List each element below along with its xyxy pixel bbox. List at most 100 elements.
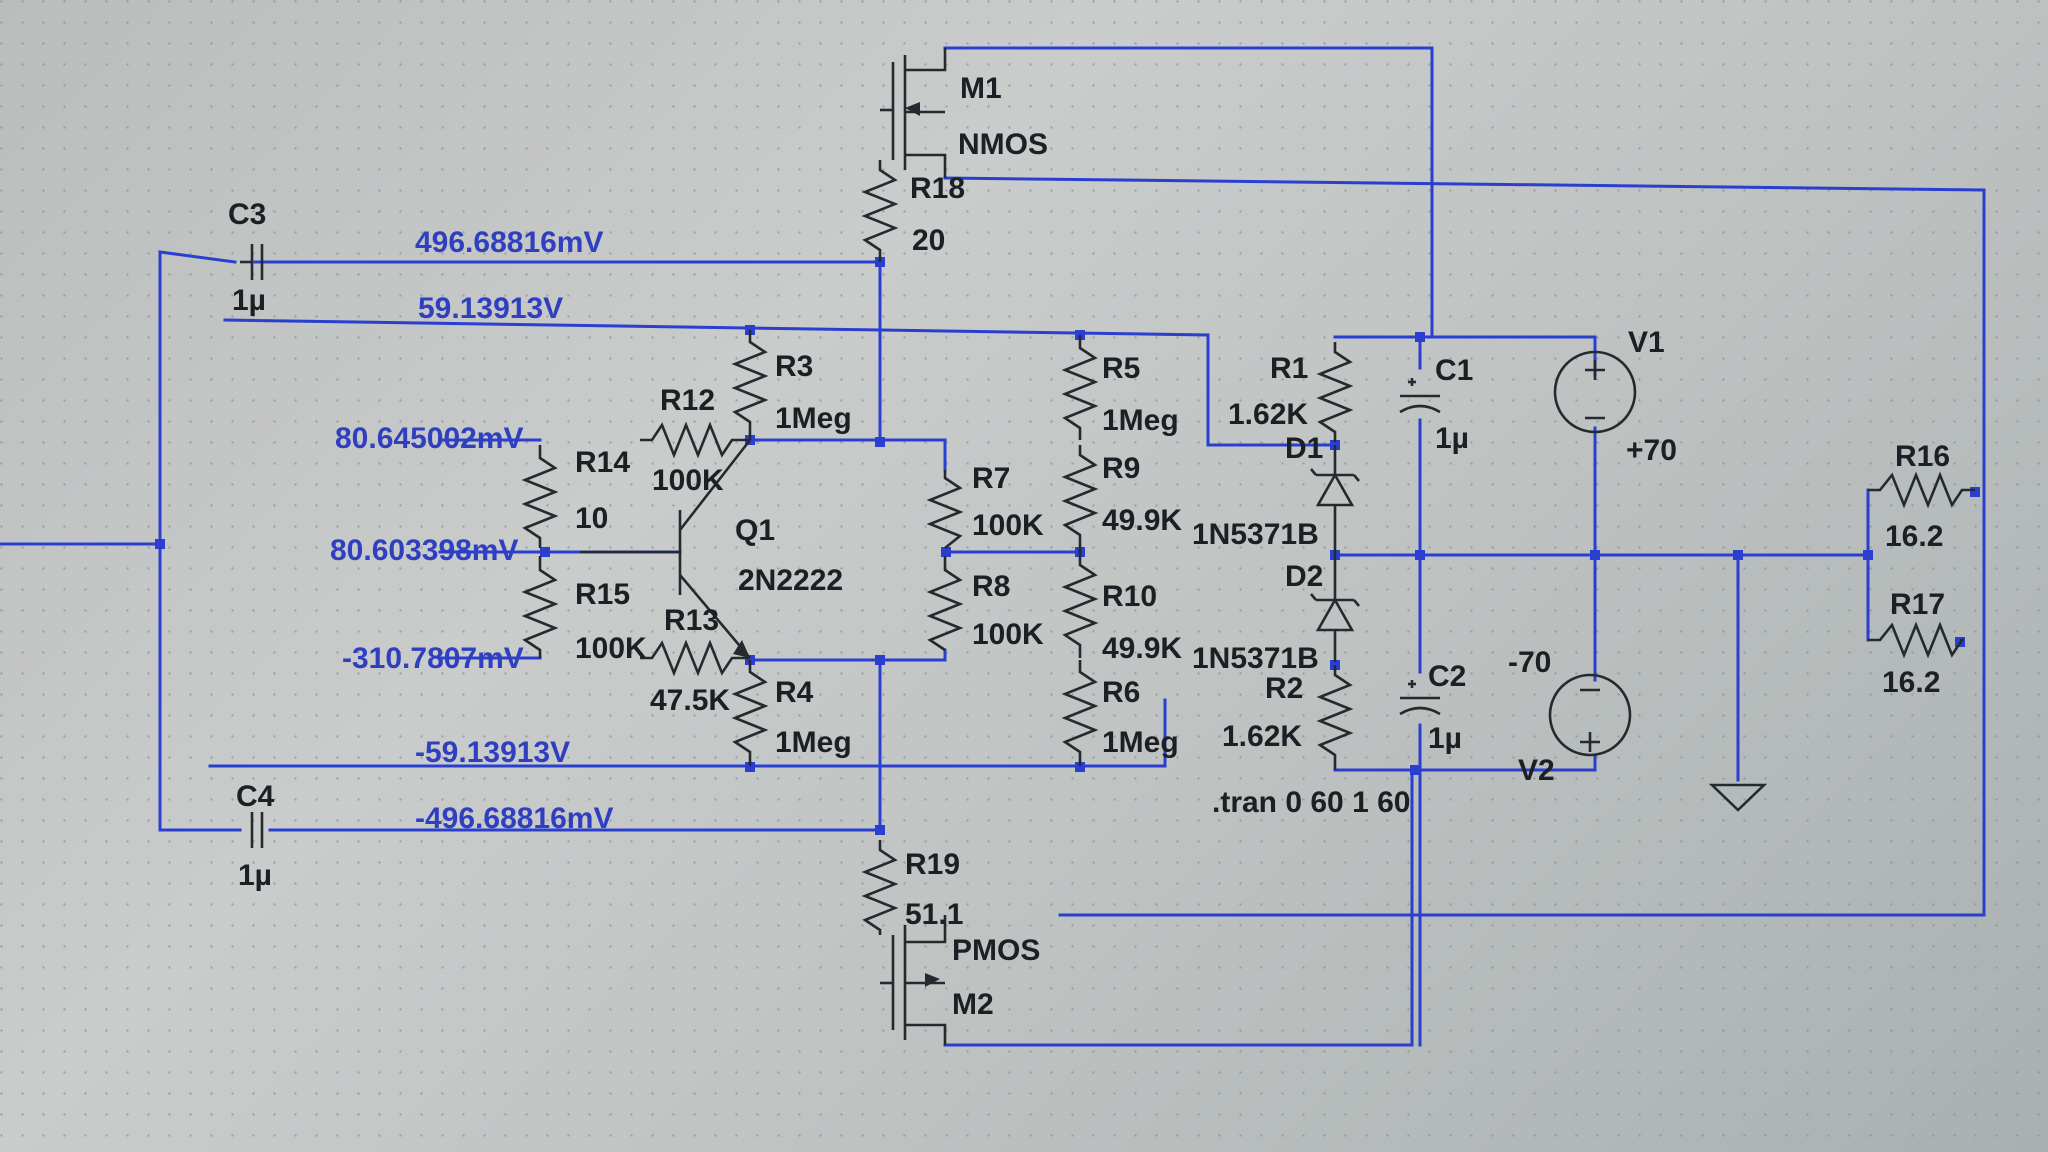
m1-value: NMOS xyxy=(958,128,1048,161)
r10-value: 49.9K xyxy=(1102,632,1182,665)
r14-value: 10 xyxy=(575,502,608,535)
c3-name: C3 xyxy=(228,198,266,231)
resistor-r18[interactable] xyxy=(861,160,899,262)
r3-name: R3 xyxy=(775,350,813,383)
r19-name: R19 xyxy=(905,848,960,881)
d2-value: 1N5371B xyxy=(1192,642,1319,675)
r5-value: 1Meg xyxy=(1102,404,1179,437)
resistor-r2[interactable] xyxy=(1316,665,1354,770)
capacitor-c2[interactable] xyxy=(1399,680,1441,716)
spice-directive[interactable]: .tran 0 60 1 60 xyxy=(1212,786,1410,819)
c2-value: 1µ xyxy=(1428,722,1462,755)
c4-name: C4 xyxy=(236,780,275,813)
resistor-r7[interactable] xyxy=(926,470,964,550)
resistor-r9[interactable] xyxy=(1061,445,1099,552)
d2-name: D2 xyxy=(1285,560,1323,593)
component-labels: M1 NMOS R18 20 C3 1µ C4 1µ R3 1Meg R12 1… xyxy=(228,72,1950,1021)
r6-value: 1Meg xyxy=(1102,726,1179,759)
r4-name: R4 xyxy=(775,676,814,709)
resistor-r16[interactable] xyxy=(1868,471,1975,509)
voltage-source-v1[interactable] xyxy=(1553,350,1637,434)
diode-d2[interactable] xyxy=(1310,555,1360,662)
r1-name: R1 xyxy=(1270,352,1308,385)
resistor-r4[interactable] xyxy=(731,660,769,766)
resistor-r10[interactable] xyxy=(1061,552,1099,658)
resistor-r13[interactable] xyxy=(640,639,750,677)
r16-name: R16 xyxy=(1895,440,1950,473)
r7-value: 100K xyxy=(972,509,1044,542)
r7-name: R7 xyxy=(972,462,1010,495)
capacitor-c4[interactable] xyxy=(250,812,264,848)
net-label-q1-emitter: -310.7807mV xyxy=(342,642,524,675)
mosfet-m2[interactable] xyxy=(880,915,947,1045)
m2-value: PMOS xyxy=(952,934,1040,967)
resistor-r15[interactable] xyxy=(521,556,559,658)
c2-name: C2 xyxy=(1428,660,1466,693)
r5-name: R5 xyxy=(1102,352,1140,385)
net-label-neg-rail: -59.13913V xyxy=(415,736,570,769)
r4-value: 1Meg xyxy=(775,726,852,759)
c1-value: 1µ xyxy=(1435,422,1469,455)
net-voltage-labels: 496.68816mV 59.13913V 80.645002mV 80.603… xyxy=(330,226,614,835)
resistor-r8[interactable] xyxy=(926,556,964,652)
resistor-r1[interactable] xyxy=(1316,342,1354,442)
r15-name: R15 xyxy=(575,578,630,611)
net-label-c4-node: -496.68816mV xyxy=(415,802,614,835)
v2-name: V2 xyxy=(1518,754,1555,787)
r15-value: 100K xyxy=(575,632,647,665)
v2-value: -70 xyxy=(1508,646,1551,679)
r10-name: R10 xyxy=(1102,580,1157,613)
q1-value: 2N2222 xyxy=(738,564,843,597)
v1-name: V1 xyxy=(1628,326,1665,359)
r13-name: R13 xyxy=(664,604,719,637)
net-label-q1-base: 80.603398mV xyxy=(330,534,519,567)
capacitor-c3[interactable] xyxy=(240,244,264,280)
r12-value: 100K xyxy=(652,464,724,497)
d1-name: D1 xyxy=(1285,432,1323,465)
r16-value: 16.2 xyxy=(1885,520,1943,553)
diode-d1[interactable] xyxy=(1310,445,1360,555)
r17-value: 16.2 xyxy=(1882,666,1940,699)
resistor-r5[interactable] xyxy=(1061,335,1099,440)
v1-value: +70 xyxy=(1626,434,1677,467)
q1-name: Q1 xyxy=(735,514,775,547)
resistor-r3[interactable] xyxy=(731,330,769,440)
c4-value: 1µ xyxy=(238,859,272,892)
c1-name: C1 xyxy=(1435,354,1473,387)
m1-name: M1 xyxy=(960,72,1002,105)
r12-name: R12 xyxy=(660,384,715,417)
r13-value: 47.5K xyxy=(650,684,730,717)
r2-value: 1.62K xyxy=(1222,720,1302,753)
r8-name: R8 xyxy=(972,570,1010,603)
r9-name: R9 xyxy=(1102,452,1140,485)
transistor-q1[interactable] xyxy=(580,439,752,659)
m2-name: M2 xyxy=(952,988,994,1021)
r17-name: R17 xyxy=(1890,588,1945,621)
r14-name: R14 xyxy=(575,446,630,479)
r1-value: 1.62K xyxy=(1228,398,1308,431)
r9-value: 49.9K xyxy=(1102,504,1182,537)
net-label-c3-node: 496.68816mV xyxy=(415,226,604,259)
net-label-pos-rail: 59.13913V xyxy=(418,292,563,325)
wires xyxy=(0,46,1986,1047)
d1-value: 1N5371B xyxy=(1192,518,1319,551)
r19-value: 51.1 xyxy=(905,898,963,931)
resistor-r17[interactable] xyxy=(1868,621,1965,659)
resistor-r6[interactable] xyxy=(1061,660,1099,766)
voltage-source-v2[interactable] xyxy=(1548,673,1632,757)
r6-name: R6 xyxy=(1102,676,1140,709)
r3-value: 1Meg xyxy=(775,402,852,435)
resistor-r12[interactable] xyxy=(640,421,750,459)
resistor-r19[interactable] xyxy=(861,840,899,935)
resistor-r14[interactable] xyxy=(521,445,559,548)
ground-icon xyxy=(1708,783,1768,812)
capacitor-c1[interactable] xyxy=(1399,378,1441,414)
mosfet-m1[interactable] xyxy=(880,48,947,178)
r18-value: 20 xyxy=(912,224,945,257)
c3-value: 1µ xyxy=(232,284,266,317)
net-label-q1-collector: 80.645002mV xyxy=(335,422,524,455)
r2-name: R2 xyxy=(1265,672,1303,705)
r18-name: R18 xyxy=(910,172,965,205)
